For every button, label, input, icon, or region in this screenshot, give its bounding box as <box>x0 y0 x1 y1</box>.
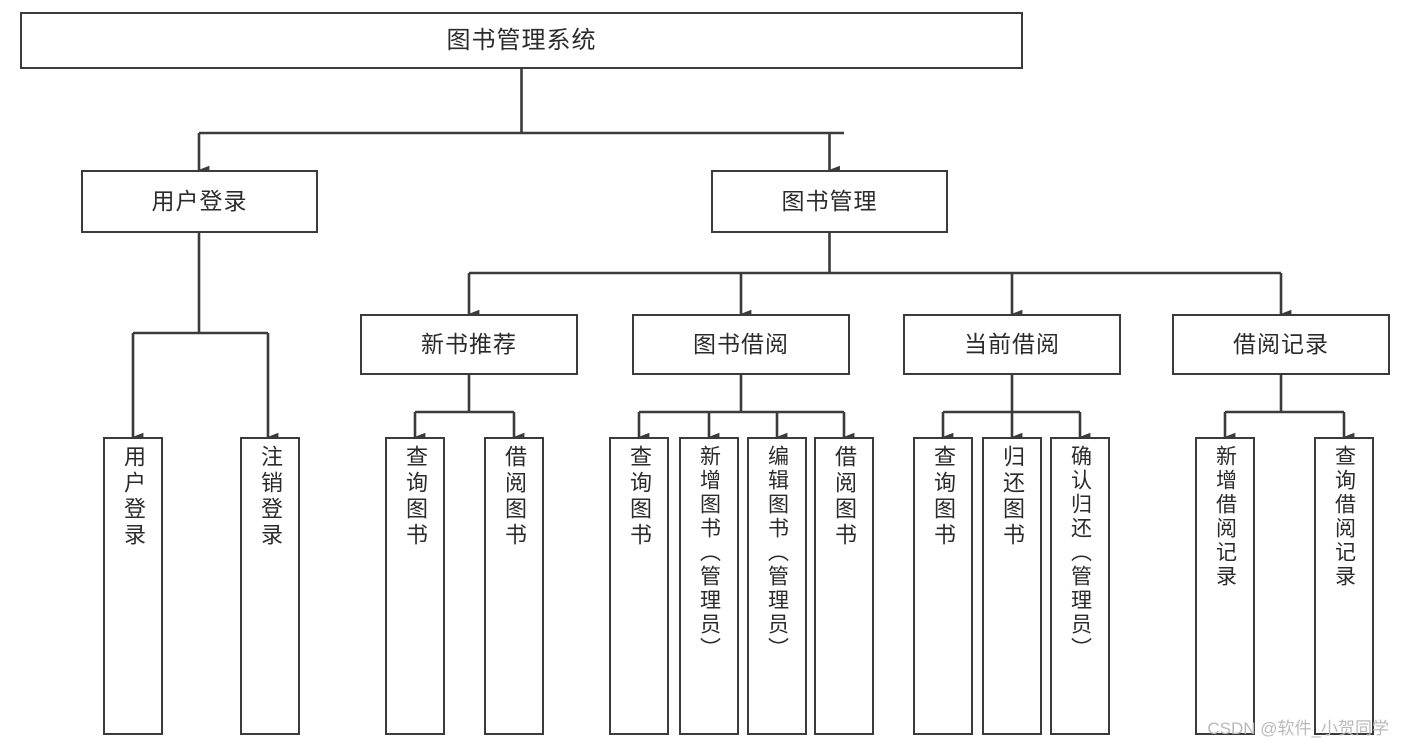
leaf-user-login-logout[interactable]: 注销登录 <box>240 437 300 735</box>
node-book-borrow[interactable]: 图书借阅 <box>632 314 850 375</box>
node-label: 借阅图书 <box>502 445 527 549</box>
node-label: 图书借阅 <box>693 331 789 358</box>
leaf-book-borrow-query[interactable]: 查询图书 <box>609 437 669 735</box>
leaf-new-book-query[interactable]: 查询图书 <box>385 437 445 735</box>
node-label: 图书管理系统 <box>446 26 597 54</box>
leaf-book-borrow-add[interactable]: 新增图书（管理员） <box>679 437 739 735</box>
leaf-book-borrow-borrow[interactable]: 借阅图书 <box>814 437 874 735</box>
node-label: 当前借阅 <box>964 331 1060 358</box>
leaf-user-login-login[interactable]: 用户登录 <box>103 437 163 735</box>
node-label: 新增图书（管理员） <box>697 445 721 661</box>
node-label: 查询图书 <box>403 445 428 549</box>
node-label: 编辑图书（管理员） <box>765 445 789 661</box>
leaf-book-borrow-edit[interactable]: 编辑图书（管理员） <box>747 437 807 735</box>
node-label: 确认归还（管理员） <box>1068 445 1092 661</box>
node-user-login[interactable]: 用户登录 <box>81 170 318 233</box>
leaf-new-book-borrow[interactable]: 借阅图书 <box>484 437 544 735</box>
node-root-system[interactable]: 图书管理系统 <box>20 12 1023 69</box>
node-label: 查询借阅记录 <box>1332 445 1356 589</box>
node-label: 注销登录 <box>258 445 283 549</box>
node-label: 查询图书 <box>627 445 652 549</box>
node-current-borrow[interactable]: 当前借阅 <box>903 314 1121 375</box>
leaf-current-borrow-confirm-return[interactable]: 确认归还（管理员） <box>1050 437 1110 735</box>
leaf-current-borrow-query[interactable]: 查询图书 <box>913 437 973 735</box>
node-book-management[interactable]: 图书管理 <box>711 170 948 233</box>
node-label: 用户登录 <box>151 188 248 215</box>
node-label: 借阅图书 <box>832 445 857 549</box>
node-label: 新书推荐 <box>421 331 517 358</box>
leaf-borrow-record-query[interactable]: 查询借阅记录 <box>1314 437 1374 735</box>
node-label: 查询图书 <box>931 445 956 549</box>
node-label: 借阅记录 <box>1233 331 1329 358</box>
node-borrow-record[interactable]: 借阅记录 <box>1172 314 1390 375</box>
node-label: 新增借阅记录 <box>1213 445 1237 589</box>
node-label: 用户登录 <box>121 445 146 549</box>
node-label: 图书管理 <box>781 188 878 215</box>
node-new-book-recommend[interactable]: 新书推荐 <box>360 314 578 375</box>
leaf-current-borrow-return[interactable]: 归还图书 <box>982 437 1042 735</box>
node-label: 归还图书 <box>1000 445 1025 549</box>
leaf-borrow-record-add[interactable]: 新增借阅记录 <box>1195 437 1255 735</box>
